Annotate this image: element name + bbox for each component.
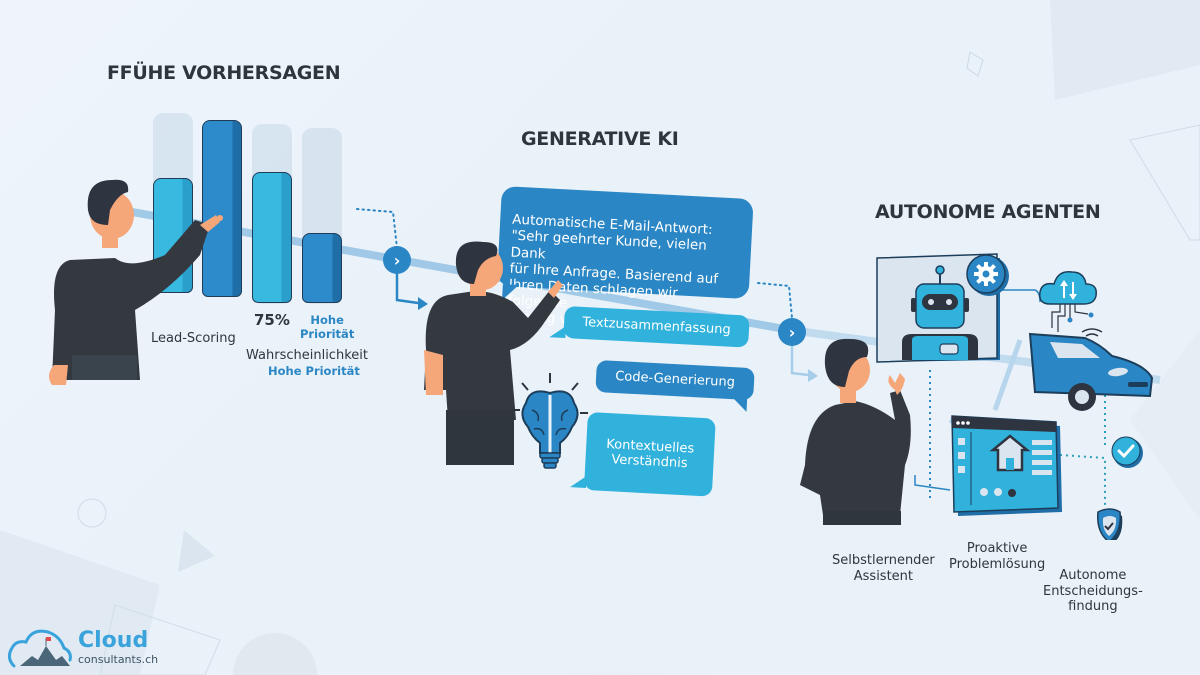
label-problem-solving: Proaktive Problemlösung xyxy=(949,541,1046,572)
section-title-generative: GENERATIVE KI xyxy=(521,128,679,150)
gear-icon xyxy=(966,254,1009,296)
smart-home-dashboard-icon xyxy=(951,415,1062,516)
chevron-right-icon: › xyxy=(788,322,796,342)
brain-bulb-icon xyxy=(512,373,588,469)
chevron-right-icon: › xyxy=(393,250,401,270)
label-percent: 75% xyxy=(254,311,290,329)
agents-network xyxy=(876,253,1154,540)
label-priority-long: Hohe Priorität xyxy=(268,364,360,378)
bar-4 xyxy=(302,233,342,303)
step-arrow-1[interactable]: › xyxy=(383,246,411,274)
capability-bubble-context: Kontextuelles Verständnis xyxy=(570,412,716,497)
label-lead-scoring: Lead-Scoring xyxy=(151,331,236,346)
step-arrow-2[interactable]: › xyxy=(778,318,806,346)
logo-name: Cloud xyxy=(78,627,149,653)
check-circle-icon xyxy=(1111,436,1143,468)
label-priority-short: Hohe Priorität xyxy=(300,313,355,341)
person-pointing-chart xyxy=(48,179,223,385)
capability-label: Textzusammenfassung xyxy=(582,314,732,338)
logo-domain: consultants.ch xyxy=(78,652,159,666)
bar-2 xyxy=(202,120,242,297)
shield-check-icon xyxy=(1096,508,1123,540)
cloud-sync-icon xyxy=(1038,271,1103,337)
cloud-mountain-logo-icon xyxy=(8,629,72,668)
label-decision-making: Autonome Entscheidungs- findung xyxy=(1043,568,1143,615)
capability-label: Kontextuelles Verständnis xyxy=(605,436,695,472)
label-probability: Wahrscheinlichkeit xyxy=(246,348,368,363)
car-icon xyxy=(1028,332,1154,411)
section-title-autonomous: AUTONOME AGENTEN xyxy=(875,201,1101,223)
label-assistant: Selbstlernender Assistent xyxy=(832,553,935,584)
person-touching-robot xyxy=(800,338,911,525)
bar-3 xyxy=(252,172,292,303)
section-title-predictions: FFÜHE VORHERSAGEN xyxy=(107,62,341,84)
capability-label: Code-Generierung xyxy=(614,368,736,391)
person-pointing-bubble xyxy=(424,241,563,465)
logo[interactable]: Cloud consultants.ch xyxy=(8,626,158,668)
